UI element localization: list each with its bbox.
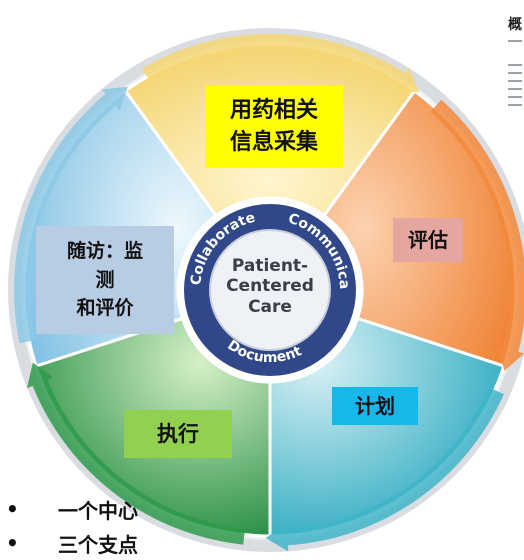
info-label-line-2: 信息采集 (229, 130, 318, 155)
bullet-mark: • (6, 497, 19, 521)
document-fragment-line (508, 88, 522, 90)
segment-label-execute: 执行 (124, 410, 232, 458)
bullet-item: • 三个支点 (6, 526, 366, 560)
bullet-text: 一个中心 (58, 498, 138, 523)
segment-label-plan: 计划 (332, 387, 418, 425)
document-fragment-line (508, 72, 522, 74)
wheel-arrow-execute (27, 362, 245, 545)
document-fragment-title: 概 (508, 17, 522, 33)
info-label-line-1: 用药相关 (229, 98, 318, 124)
wheel-arrow-plan (265, 387, 504, 552)
document-fragment-line (508, 40, 522, 42)
document-fragment-line (508, 80, 522, 82)
document-fragment: 概 (508, 14, 524, 164)
bullet-item: • 一个中心 (6, 492, 366, 526)
center-line-2: Centered (226, 276, 314, 297)
segment-label-assessment: 评估 (393, 218, 463, 262)
document-fragment-line (508, 96, 522, 98)
followup-label-line-1: 随访：监 (66, 240, 143, 263)
bullet-mark: • (6, 531, 19, 555)
followup-label-line-3: 和评价 (76, 297, 134, 320)
center-disc (209, 229, 331, 351)
segment-label-followup: 随访：监 测 和评价 (36, 226, 174, 334)
bullet-list: • 一个中心 • 三个支点 (6, 492, 366, 560)
plan-label-line-1: 计划 (355, 393, 395, 418)
center-line-1: Patient- (231, 256, 309, 276)
bullet-text: 三个支点 (58, 532, 138, 557)
assess-label-line-1: 评估 (408, 227, 448, 252)
document-fragment-line (508, 64, 522, 66)
segment-label-info-collection: 用药相关 信息采集 (205, 86, 343, 168)
followup-label-line-2: 测 (95, 268, 115, 291)
wheel-arrow-followup (14, 86, 128, 344)
center-line-3: Care (248, 296, 292, 317)
center-label: Patient- Centered Care (222, 256, 318, 317)
wheel-arrow-info (142, 33, 420, 92)
document-fragment-line (508, 104, 522, 106)
wheel-arrow-assess (430, 99, 524, 371)
execute-label-line-1: 执行 (157, 421, 199, 446)
